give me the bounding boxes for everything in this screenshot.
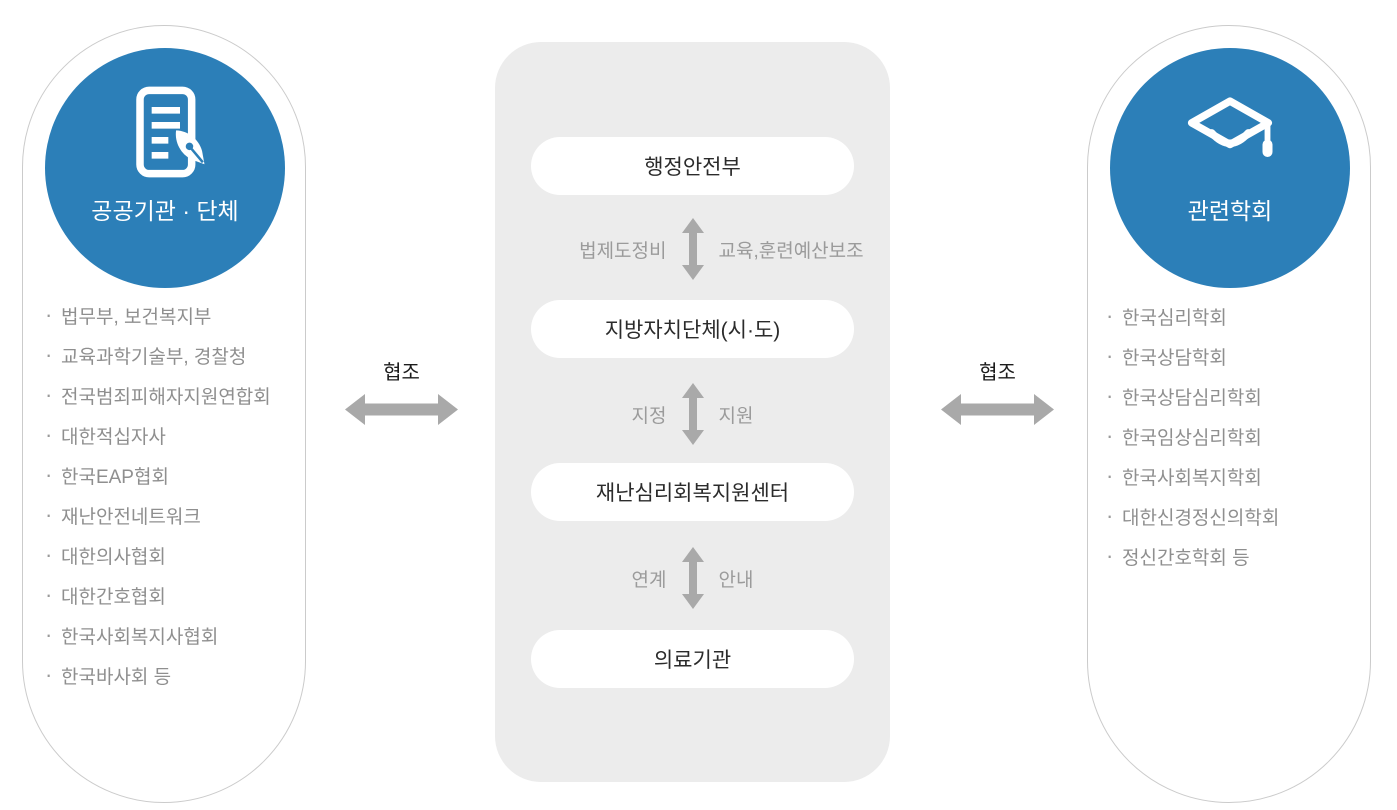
list-item: ·대한간호협회 xyxy=(45,582,166,608)
list-item: ·한국바사회 등 xyxy=(45,662,172,688)
double-arrow-horizontal-icon xyxy=(941,394,1054,425)
list-item: ·한국사회복지학회 xyxy=(1106,463,1262,489)
flow-node-label: 재난심리회복지원센터 xyxy=(595,482,790,505)
list-item: ·한국상담학회 xyxy=(1106,343,1227,369)
flow-node-local-government: 지방자치단체(시·도) xyxy=(531,300,854,358)
list-item: ·한국상담심리학회 xyxy=(1106,383,1262,409)
list-item: ·한국임상심리학회 xyxy=(1106,423,1262,449)
bullet-icon: · xyxy=(45,422,53,447)
graduation-cap-icon xyxy=(1187,97,1273,157)
bullet-icon: · xyxy=(1106,463,1114,488)
bullet-icon: · xyxy=(45,542,53,567)
bullet-icon: · xyxy=(45,662,53,687)
bullet-icon: · xyxy=(1106,303,1114,328)
bullet-icon: · xyxy=(1106,423,1114,448)
connector-label-left: 지정 xyxy=(631,405,667,427)
list-item: ·대한의사협회 xyxy=(45,542,166,568)
connector-label-right: 교육,훈련예산보조 xyxy=(718,240,864,262)
bullet-icon: · xyxy=(1106,383,1114,408)
flow-panel: 행정안전부 법제도정비 교육,훈련예산보조 지방자치단체(시·도) 지정 지원 xyxy=(495,42,890,782)
societies-title: 관련학회 xyxy=(1187,198,1273,224)
connector-label-right: 안내 xyxy=(718,569,754,591)
flow-node-label: 행정안전부 xyxy=(644,156,741,179)
public-orgs-list: ·법무부, 보건복지부 ·교육과학기술부, 경찰청 ·전국범죄피해자지원연합회 … xyxy=(45,295,295,695)
cooperation-label: 협조 xyxy=(383,362,420,384)
bullet-icon: · xyxy=(45,582,53,607)
double-arrow-vertical-icon xyxy=(681,547,704,609)
bullet-icon: · xyxy=(1106,343,1114,368)
document-pen-icon xyxy=(136,86,205,178)
bullet-icon: · xyxy=(45,462,53,487)
cooperation-link-left: 협조 xyxy=(345,356,458,425)
list-item: ·한국사회복지사협회 xyxy=(45,622,219,648)
connector-label-left: 법제도정비 xyxy=(579,240,667,262)
public-orgs-badge: 공공기관 · 단체 xyxy=(45,48,285,288)
flow-connector-2: 지정 지원 xyxy=(495,383,890,445)
list-item: ·한국심리학회 xyxy=(1106,303,1227,329)
list-item: ·법무부, 보건복지부 xyxy=(45,302,212,328)
connector-label-right: 지원 xyxy=(718,405,754,427)
bullet-icon: · xyxy=(45,502,53,527)
double-arrow-horizontal-icon xyxy=(345,394,458,425)
bullet-icon: · xyxy=(45,622,53,647)
list-item: ·전국범죄피해자지원연합회 xyxy=(45,382,271,408)
list-item: ·재난안전네트워크 xyxy=(45,502,201,528)
list-item: ·대한신경정신의학회 xyxy=(1106,503,1280,529)
societies-list: ·한국심리학회 ·한국상담학회 ·한국상담심리학회 ·한국임상심리학회 ·한국사… xyxy=(1106,296,1356,576)
double-arrow-vertical-icon xyxy=(681,383,704,445)
bullet-icon: · xyxy=(45,382,53,407)
bullet-icon: · xyxy=(1106,503,1114,528)
societies-badge: 관련학회 xyxy=(1110,48,1350,288)
cooperation-label: 협조 xyxy=(979,362,1016,384)
list-item: ·정신간호학회 등 xyxy=(1106,543,1250,569)
bullet-icon: · xyxy=(1106,543,1114,568)
flow-node-medical: 의료기관 xyxy=(531,630,854,688)
flow-node-label: 의료기관 xyxy=(653,649,732,672)
public-orgs-title: 공공기관 · 단체 xyxy=(91,198,239,224)
double-arrow-vertical-icon xyxy=(681,218,704,280)
public-orgs-capsule: 공공기관 · 단체 ·법무부, 보건복지부 ·교육과학기술부, 경찰청 ·전국범… xyxy=(22,25,306,803)
bullet-icon: · xyxy=(45,342,53,367)
connector-label-left: 연계 xyxy=(631,569,667,591)
flow-connector-3: 연계 안내 xyxy=(495,547,890,609)
flow-node-label: 지방자치단체(시·도) xyxy=(604,319,781,342)
societies-capsule: 관련학회 ·한국심리학회 ·한국상담학회 ·한국상담심리학회 ·한국임상심리학회… xyxy=(1087,25,1371,803)
list-item: ·교육과학기술부, 경찰청 xyxy=(45,342,247,368)
flow-connector-1: 법제도정비 교육,훈련예산보조 xyxy=(495,218,890,280)
list-item: ·한국EAP협회 xyxy=(45,462,169,488)
cooperation-link-right: 협조 xyxy=(941,356,1054,425)
flow-node-disaster-center: 재난심리회복지원센터 xyxy=(531,463,854,521)
flow-node-ministry: 행정안전부 xyxy=(531,137,854,195)
bullet-icon: · xyxy=(45,302,53,327)
list-item: ·대한적십자사 xyxy=(45,422,166,448)
